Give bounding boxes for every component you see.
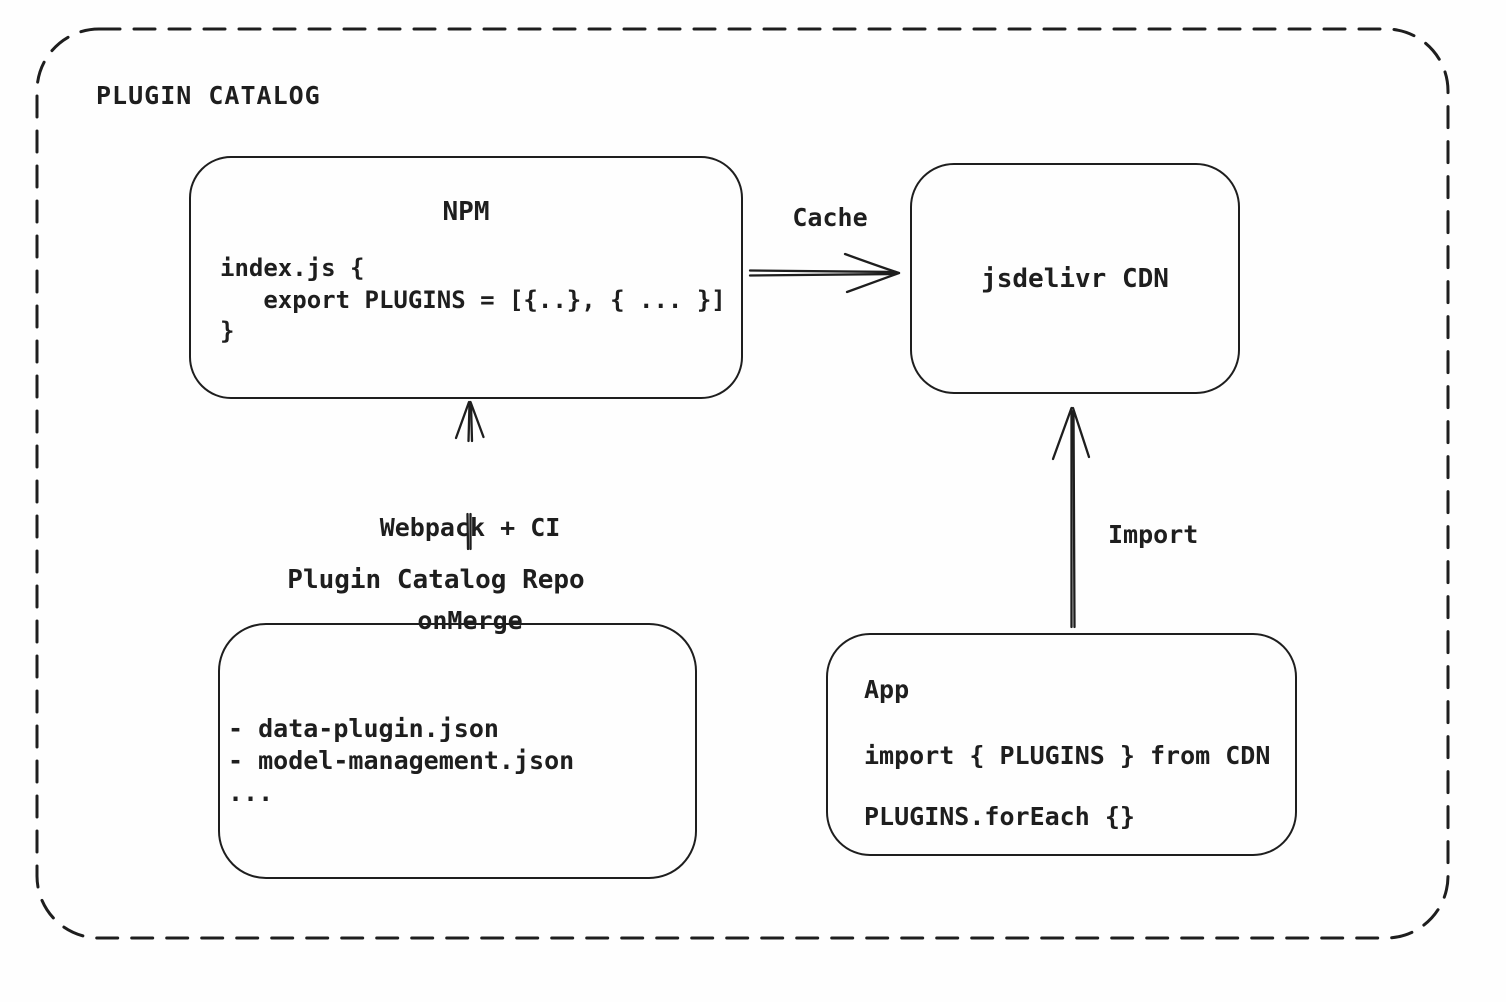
build-arrow-label[interactable]: Webpack + CI onMerge bbox=[380, 450, 561, 698]
cache-arrow-label[interactable]: Cache bbox=[792, 203, 868, 232]
build-arrow-label-line: onMerge bbox=[417, 606, 523, 635]
import-arrow-label[interactable]: Import bbox=[1108, 520, 1199, 549]
repo-node-label[interactable]: Plugin Catalog Repo bbox=[287, 565, 585, 595]
npm-code-line: export PLUGINS = [{..}, { ... }] bbox=[220, 285, 726, 314]
build-arrow-label-line: Webpack + CI bbox=[379, 513, 561, 542]
app-code-line: PLUGINS.forEach {} bbox=[864, 802, 1135, 831]
npm-node-title: NPM bbox=[442, 197, 490, 227]
repo-file-item: ... bbox=[228, 778, 274, 807]
repo-file-item: - data-plugin.json bbox=[228, 714, 499, 743]
repo-file-item: - model-management.json bbox=[228, 746, 575, 775]
repo-node[interactable]: - data-plugin.json - model-management.js… bbox=[218, 623, 697, 879]
diagram-title[interactable]: PLUGIN CATALOG bbox=[96, 81, 321, 110]
npm-node[interactable]: NPM index.js { export PLUGINS = [{..}, {… bbox=[189, 156, 743, 399]
build-arrow[interactable] bbox=[454, 400, 485, 443]
cdn-node-label: jsdelivr CDN bbox=[981, 263, 1169, 294]
cdn-node[interactable]: jsdelivr CDN bbox=[910, 163, 1240, 394]
app-code-line: import { PLUGINS } from CDN bbox=[864, 741, 1271, 770]
catalog-boundary-rect[interactable] bbox=[35, 27, 1450, 940]
npm-code-block: index.js { export PLUGINS = [{..}, { ...… bbox=[191, 253, 741, 348]
npm-code-line: } bbox=[220, 317, 235, 345]
import-arrow[interactable] bbox=[1051, 406, 1091, 629]
cache-arrow[interactable] bbox=[748, 252, 901, 294]
npm-code-line: index.js { bbox=[220, 254, 365, 282]
app-node-title: App bbox=[864, 675, 910, 704]
build-connector-line[interactable] bbox=[466, 512, 472, 551]
app-node[interactable]: App import { PLUGINS } from CDN PLUGINS.… bbox=[826, 633, 1297, 856]
